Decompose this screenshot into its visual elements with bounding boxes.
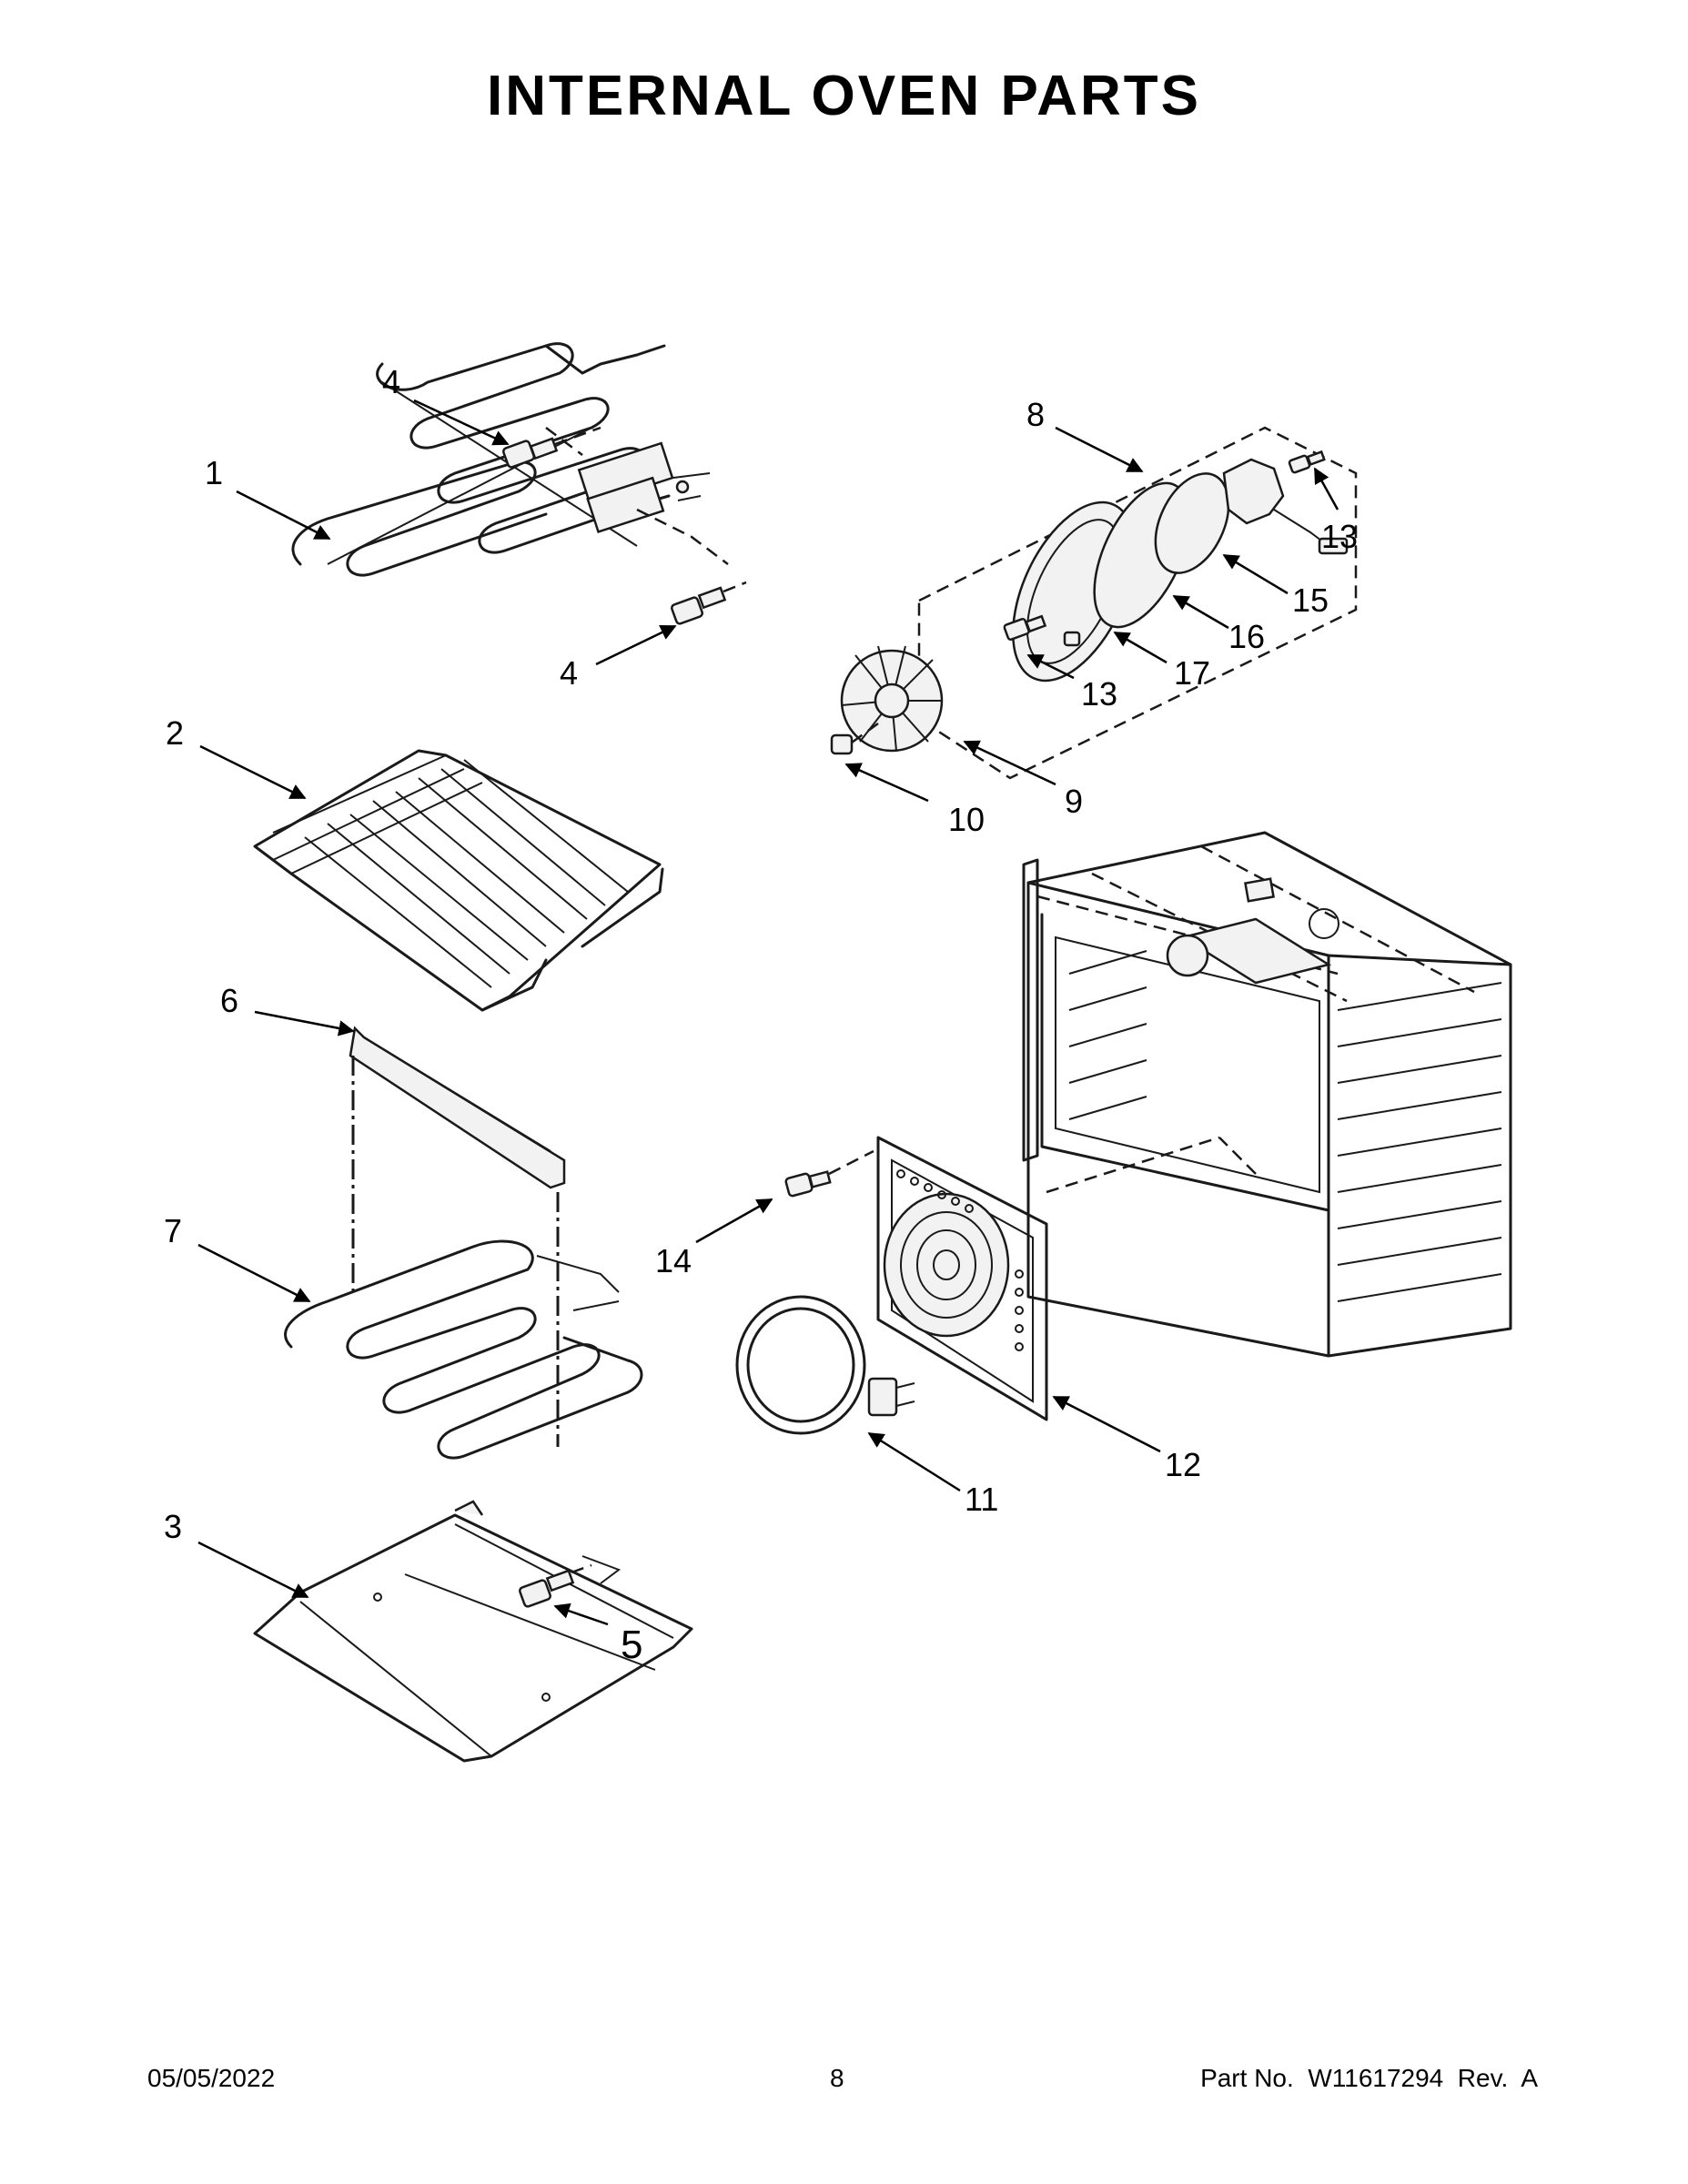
fan-nut xyxy=(830,722,879,755)
callout-11: 11 xyxy=(965,1481,998,1518)
screw-13b xyxy=(1003,614,1047,641)
callout-9: 9 xyxy=(1065,783,1083,820)
callout-16: 16 xyxy=(1228,618,1265,655)
callout-13a: 13 xyxy=(1321,518,1358,555)
callout-4a: 4 xyxy=(382,363,400,400)
motor-assembly-outline xyxy=(917,426,1358,780)
bake-element xyxy=(284,1239,643,1460)
footer-page-number: 8 xyxy=(830,2064,844,2092)
oven-cavity xyxy=(1022,831,1512,1358)
callout-4b: 4 xyxy=(560,654,578,692)
page-title: INTERNAL OVEN PARTS xyxy=(487,65,1201,127)
screw-5 xyxy=(519,1563,592,1608)
oven-rack xyxy=(253,749,664,1012)
callout-15: 15 xyxy=(1292,581,1329,619)
fan-cover-panel xyxy=(876,1136,1048,1421)
screw-4b xyxy=(671,581,747,625)
callout-7: 7 xyxy=(164,1212,182,1249)
callout-5: 5 xyxy=(621,1623,642,1667)
callout-10: 10 xyxy=(948,801,985,838)
convection-motor xyxy=(1222,458,1349,555)
screw-4a xyxy=(502,426,601,469)
callout-12: 12 xyxy=(1165,1446,1201,1483)
broil-element xyxy=(291,342,729,577)
gasket-disc xyxy=(1154,472,1230,574)
heat-shield-bracket xyxy=(349,1026,566,1447)
footer-part-number: Part No. W11617294 Rev. A xyxy=(1200,2064,1538,2092)
callout-2: 2 xyxy=(166,714,184,752)
convection-element xyxy=(735,1295,915,1435)
callout-13b: 13 xyxy=(1081,675,1117,713)
fan-blade xyxy=(840,645,944,753)
screw-13a xyxy=(1288,450,1326,474)
callout-3: 3 xyxy=(164,1508,182,1545)
callout-8: 8 xyxy=(1026,396,1045,433)
callout-1: 1 xyxy=(205,454,223,491)
screw-14 xyxy=(784,1149,874,1198)
callout-17: 17 xyxy=(1174,654,1210,692)
footer-date: 05/05/2022 xyxy=(147,2064,276,2092)
oven-bottom xyxy=(253,1500,693,1763)
callout-6: 6 xyxy=(220,982,238,1019)
callout-14: 14 xyxy=(655,1242,692,1279)
